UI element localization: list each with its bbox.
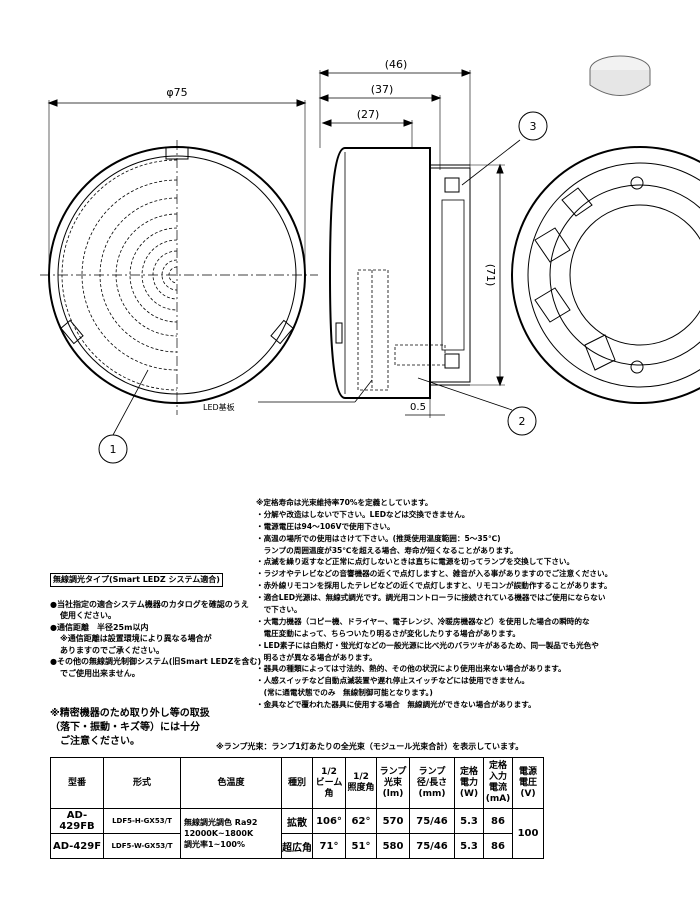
wireless-note-line: ●通信距離 半径25m以内 — [50, 622, 149, 632]
caution-note-line: ランプの周囲温度が35℃を超える場合、寿命が短くなることがあります。 — [256, 545, 518, 555]
caution-note-line: ※定格寿命は光束維持率70%を定義としています。 — [256, 498, 433, 507]
cell-model: AD-429FB — [50, 808, 104, 834]
cell-color-temp: 無線調光調色 Ra92 12000K~1800K 調光率1~100% — [180, 808, 282, 859]
caution-note-line: ・分解や改造はしないで下さい。LEDなどは交換できません。 — [256, 509, 470, 519]
cell-type: 拡散 — [281, 808, 313, 834]
cell-voltage: 100 — [512, 808, 544, 859]
callout-1: 1 — [110, 443, 117, 456]
dim-37: (37) — [371, 83, 394, 96]
lamp-flux-footnote: ※ランプ光束：ランプ1灯あたりの全光束（モジュール光束合計）を表示しています。 — [216, 742, 524, 751]
cell-illum: 51° — [345, 833, 377, 859]
back-view — [511, 146, 700, 404]
cell-illum: 62° — [345, 808, 377, 834]
spec-table: 型番 形式 色温度 種別 1/2 ビーム角 1/2 照度角 ランプ 光束 (lm… — [50, 757, 544, 859]
color-temp-line: 無線調光調色 Ra92 — [184, 818, 258, 827]
product-thumbnail — [589, 55, 651, 96]
side-view — [258, 69, 548, 436]
caution-note-line: (常に通電状態でのみ 無線制御可能となります。) — [256, 688, 433, 698]
caution-note-line: ・電源電圧は94～106Vで使用下さい。 — [256, 521, 395, 531]
dim-27: (27) — [357, 108, 380, 121]
table-row: AD-429FB LDF5-H-GX53/T 無線調光調色 Ra92 12000… — [50, 808, 544, 859]
col-flux: ランプ 光束 (lm) — [376, 757, 410, 809]
handling-warning: ※精密機器のため取り外し等の取扱 （落下・振動・キズ等）には十分 ご注意ください… — [50, 707, 210, 749]
caution-note-line: ・ラジオやテレビなどの音響機器の近くで点灯しますと、雑音が入る事がありますのでご… — [256, 569, 613, 579]
caution-note-line: 明るさが異なる場合があります。 — [256, 652, 377, 662]
caution-note-line: ・大電力機器（コピー機、ドライヤー、電子レンジ、冷暖房機器など）を使用した場合の… — [256, 616, 590, 626]
caution-notes: ※定格寿命は光束維持率70%を定義としています。・分解や改造はしないで下さい。L… — [256, 497, 700, 711]
wireless-notes: 無線調光タイプ(Smart LEDZ システム適合) ●当社指定の適合システム機… — [50, 573, 262, 679]
caution-note-line: で下さい。 — [256, 605, 302, 615]
callout-2: 2 — [519, 415, 526, 428]
wireless-note-line: ※通信距離は設置環境により異なる場合が — [60, 634, 212, 643]
table-row: AD-429F LDF5-W-GX53/T 超広角 71° 51° 580 75… — [50, 833, 544, 859]
col-voltage: 電源 電圧 (V) — [512, 757, 544, 809]
cell-flux: 570 — [376, 808, 410, 834]
col-beam: 1/2 ビーム角 — [312, 757, 346, 809]
wireless-note-line: 使用ください。 — [60, 611, 116, 620]
callout-3: 3 — [530, 120, 537, 133]
wireless-note-line: ●その他の無線調光制御システム(旧Smart LEDZを含む) — [50, 657, 262, 666]
caution-note-line: ・人感スイッチなど自動点滅装置や遅れ停止スイッチなどには使用できません。 — [256, 676, 530, 686]
color-temp-line: 調光率1~100% — [184, 840, 245, 849]
cell-current: 86 — [483, 833, 513, 859]
handling-warning-line: （落下・振動・キズ等）には十分 — [50, 722, 200, 733]
caution-note-line: ・赤外線リモコンを採用したテレビなどの近くで点灯しますと、リモコンが誤動作するこ… — [256, 581, 612, 591]
col-color-temp: 色温度 — [180, 757, 282, 809]
cell-power: 5.3 — [454, 808, 484, 834]
wireless-note-line: ありますのでご承ください。 — [60, 645, 164, 655]
handling-warning-line: ご注意ください。 — [60, 736, 140, 747]
caution-note-line: ・点滅を繰り返すなど正常に点灯しないときは直ちに電源を切ってランプを交換して下さ… — [256, 557, 575, 567]
cell-form: LDF5-W-GX53/T — [103, 833, 181, 859]
col-current: 定格 入力 電流 (mA) — [483, 757, 513, 809]
caution-note-line: ・器具の種類によっては寸法的、熱的、その他の状況により使用出来ない場合があります… — [256, 664, 566, 674]
col-form: 形式 — [103, 757, 181, 809]
color-temp-line: 12000K~1800K — [184, 829, 254, 838]
wireless-note-line: ●当社指定の適合システム機器のカタログを確認のうえ — [50, 599, 249, 609]
cell-form: LDF5-H-GX53/T — [103, 808, 181, 834]
cell-model: AD-429F — [50, 833, 104, 859]
dim-46: (46) — [385, 58, 408, 71]
wireless-note-line: でご使用出来ません。 — [60, 668, 140, 678]
caution-note-line: 電圧変動によって、ちらついたり明るさが変化したりする場合があります。 — [256, 628, 521, 638]
cell-beam: 71° — [312, 833, 346, 859]
caution-note-line: ・LED素子には白熱灯・蛍光灯などの一般光源に比べ光のバラツキがあるため、同一製… — [256, 640, 599, 650]
cell-power: 5.3 — [454, 833, 484, 859]
cell-flux: 580 — [376, 833, 410, 859]
cell-current: 86 — [483, 808, 513, 834]
led-board-label: LED基板 — [203, 402, 235, 412]
dim-05: 0.5 — [410, 402, 426, 413]
cell-size: 75/46 — [409, 833, 455, 859]
cell-type: 超広角 — [281, 833, 313, 859]
col-power: 定格 電力 (W) — [454, 757, 484, 809]
caution-note-line: ・金具などで覆われた器具に使用する場合 無線調光ができない場合があります。 — [256, 700, 536, 710]
table-header-row: 型番 形式 色温度 種別 1/2 ビーム角 1/2 照度角 ランプ 光束 (lm… — [50, 757, 544, 809]
wireless-title: 無線調光タイプ(Smart LEDZ システム適合) — [50, 573, 223, 587]
caution-note-line: ・高温の場所での使用はさけて下さい。(推奨使用温度範囲：5～35℃) — [256, 533, 501, 543]
dim-71: (71) — [484, 264, 497, 287]
col-type: 種別 — [281, 757, 313, 809]
front-view — [40, 99, 318, 464]
dim-phi75: φ75 — [166, 86, 187, 99]
col-size: ランプ 径/長さ (mm) — [409, 757, 455, 809]
col-model: 型番 — [50, 757, 104, 809]
cell-beam: 106° — [312, 808, 346, 834]
caution-note-line: ・適合LED光源は、無線式調光です。調光用コントローラに接続されている機器ではご… — [256, 593, 606, 603]
handling-warning-line: ※精密機器のため取り外し等の取扱 — [50, 708, 210, 719]
technical-drawing: φ75 (46) (37) (27) (71) 0.5 LED基板 1 2 3 — [40, 55, 700, 464]
col-illum: 1/2 照度角 — [345, 757, 377, 809]
cell-size: 75/46 — [409, 808, 455, 834]
